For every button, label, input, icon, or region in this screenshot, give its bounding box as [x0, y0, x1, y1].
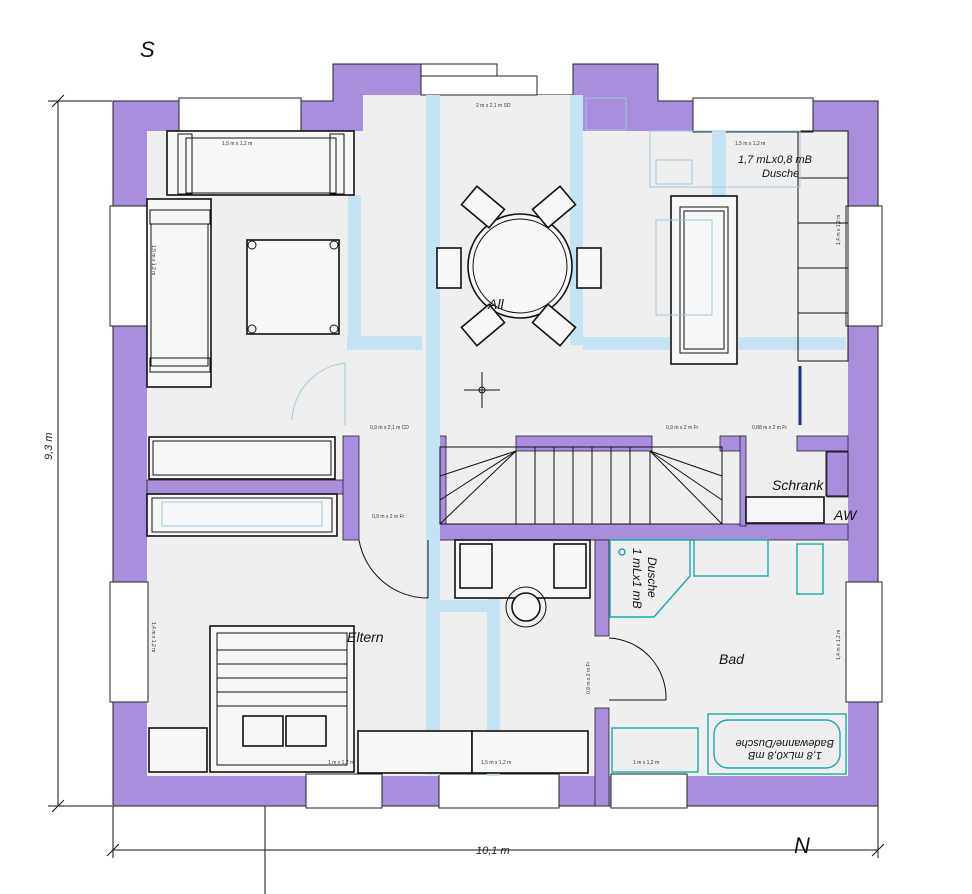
opening-left-lower: 1,4 m x 1,2 m: [150, 622, 156, 652]
ghost-shower: 1,7 mLx0,8 mB Dusche: [585, 97, 812, 316]
ghost-shower-title: Dusche: [762, 168, 799, 180]
room-bad: Bad: [719, 651, 745, 667]
opening-door-left: 0,9 m x 2,1 m CD: [370, 425, 409, 431]
sofa-top: [166, 130, 355, 196]
room-all: All: [487, 296, 504, 312]
opening-top-left: 1,5 m x 1,2 m: [222, 141, 252, 147]
sideboard: [148, 436, 336, 480]
schrank-box: [745, 451, 849, 524]
staircase: [439, 446, 723, 525]
opening-bottom-right: 1 m x 1,2 m: [633, 760, 659, 766]
room-schrank: Schrank: [772, 477, 824, 493]
width-dimension: 10,1 m: [476, 845, 510, 857]
opening-right-lower: 1,4 m x 1,2 m: [836, 630, 842, 660]
bed: [209, 625, 355, 773]
dusche-size: 1 mLx1 mB: [630, 548, 644, 609]
opening-door-mid: 0,9 m x 2 m Fr: [666, 425, 699, 431]
opening-left-upper: 1,5 m x 1,2 m: [150, 245, 156, 275]
opening-door-right: 0,88 m x 2 m Fr: [752, 425, 787, 431]
kitchen-counter: [797, 130, 849, 425]
desk: [454, 539, 591, 628]
dining-table: [436, 185, 602, 347]
bath-fixtures: [609, 539, 847, 775]
height-dimension: 9,3 m: [43, 432, 55, 460]
room-eltern: Eltern: [347, 629, 384, 645]
dusche-title: Dusche: [645, 557, 659, 598]
badewanne-size: 1,8 mLx0,8 mB: [748, 749, 822, 761]
opening-bottom-mid: 1,5 m x 1,2 m: [481, 760, 511, 766]
opening-top-center: 2 m x 2,1 m SD: [476, 103, 511, 109]
room-aw: AW: [833, 507, 858, 523]
opening-right-upper: 1,4 m x 1,2 m: [836, 215, 842, 245]
badewanne-title: Badewanne/Dusche: [736, 737, 834, 749]
compass-north: N: [794, 833, 810, 858]
door-swings: [291, 362, 667, 701]
sofa-left: [146, 198, 212, 388]
opening-door-lower: 0,9 m x 2 m Fr: [372, 514, 405, 520]
compass-south: S: [140, 37, 155, 62]
coffee-table: [246, 239, 340, 335]
kitchen-island: [670, 195, 738, 365]
opening-bottom-left: 1 m x 1,2 m: [328, 760, 354, 766]
ghost-shower-size: 1,7 mLx0,8 mB: [738, 154, 812, 166]
bedroom-storage: [148, 727, 589, 774]
opening-top-right: 1,5 m x 1,2 m: [735, 141, 765, 147]
window-notches: [109, 63, 883, 809]
dimension-lines: [48, 94, 885, 894]
opening-door-bath: 0,9 m x 2 m Fr: [586, 661, 592, 694]
wardrobe: [146, 493, 338, 537]
center-mark: [464, 372, 500, 408]
